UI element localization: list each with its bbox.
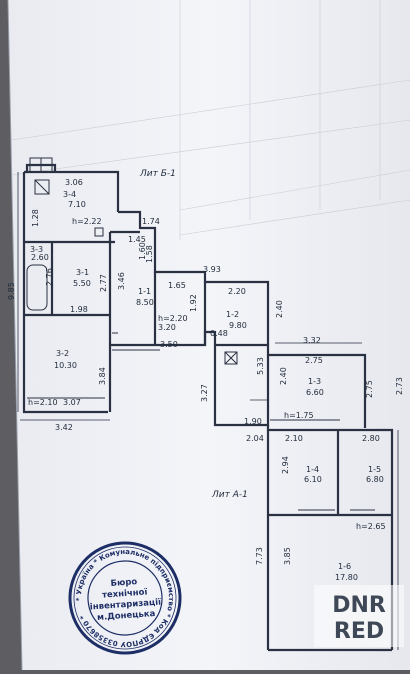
dim-2-80: 2.80 bbox=[362, 434, 380, 443]
dim-1-45: 1.45 bbox=[128, 235, 146, 244]
dim-3-07: 3.07 bbox=[63, 398, 81, 407]
stamp-line-2: технічної bbox=[102, 586, 148, 600]
room-3-3-id: 3-3 bbox=[30, 245, 43, 254]
background-table-grid bbox=[11, 0, 410, 240]
room-1-4-id: 1-4 bbox=[306, 465, 319, 474]
dim-2-04: 2.04 bbox=[246, 434, 264, 443]
dim-2-40: 2.40 bbox=[275, 300, 284, 318]
dim-2-10: 2.10 bbox=[285, 434, 303, 443]
height-b-top: h=2.22 bbox=[72, 217, 102, 226]
dim-1-90: 1.90 bbox=[244, 417, 262, 426]
label-lit-b: Лит Б-1 bbox=[139, 169, 176, 179]
dim-3-32: 3.32 bbox=[303, 336, 321, 345]
building-b bbox=[22, 157, 120, 414]
building-a bbox=[266, 353, 394, 652]
dim-3-27: 3.27 bbox=[200, 384, 209, 402]
dim-3-20: 3.20 bbox=[158, 323, 176, 332]
dim-3-84: 3.84 bbox=[98, 367, 107, 385]
room-3-1-area: 5.50 bbox=[73, 279, 91, 288]
room-1-2-id: 1-2 bbox=[226, 310, 239, 319]
room-3-1-id: 3-1 bbox=[76, 268, 89, 277]
height-a-bottom: h=2.65 bbox=[356, 522, 386, 531]
room-1-3-id: 1-3 bbox=[308, 377, 321, 386]
dim-7-73: 7.73 bbox=[255, 547, 264, 565]
stamp-line-1: Бюро bbox=[110, 577, 137, 589]
room-1-1-area: 8.50 bbox=[136, 298, 154, 307]
dim-2-94: 2.94 bbox=[281, 456, 290, 474]
dim-1-60: 1.60 bbox=[138, 242, 147, 260]
dim-2-75a: 2.75 bbox=[305, 356, 323, 365]
dim-1-58: 1.58 bbox=[145, 245, 154, 263]
dim-3-46: 3.46 bbox=[117, 272, 126, 290]
dim-3-42: 3.42 bbox=[55, 423, 73, 432]
dim-0-48: 0.48 bbox=[210, 329, 228, 338]
dim-1-65: 1.65 bbox=[168, 281, 186, 290]
room-3-3-area: 2.60 bbox=[31, 253, 49, 262]
room-3-2-id: 3-2 bbox=[56, 349, 69, 358]
paper-sheet bbox=[8, 0, 410, 670]
room-3-2-area: 10.30 bbox=[54, 361, 77, 370]
room-1-6-area: 17.80 bbox=[335, 573, 358, 582]
room-3-4-id: 3-4 bbox=[63, 190, 76, 199]
height-a-top: h=1.75 bbox=[284, 411, 314, 420]
dim-1-28: 1.28 bbox=[31, 209, 40, 227]
paper-edge bbox=[7, 0, 23, 671]
dim-1-98: 1.98 bbox=[70, 305, 88, 314]
dnr-red-watermark: DNR RED bbox=[314, 585, 404, 647]
dim-5-33: 5.33 bbox=[256, 357, 265, 375]
stamp-line-3: інвентаризації bbox=[90, 597, 162, 613]
dim-2-77: 2.77 bbox=[99, 274, 108, 292]
room-1-1-id: 1-1 bbox=[138, 287, 151, 296]
dim-3-93: 3.93 bbox=[203, 265, 221, 274]
dim-9-85: 9.85 bbox=[7, 282, 16, 300]
dim-2-76: 2.76 bbox=[45, 268, 54, 286]
height-b-bottom: h=2.10 bbox=[28, 398, 58, 407]
dim-1-92: 1.92 bbox=[189, 294, 198, 312]
dim-1-74: 1.74 bbox=[142, 217, 160, 226]
dim-3-85: 3.85 bbox=[283, 547, 292, 565]
stamp-line-4: м.Донецька bbox=[97, 609, 156, 623]
room-1-2-area: 9.80 bbox=[229, 321, 247, 330]
dim-2-40b: 2.40 bbox=[279, 367, 288, 385]
dim-2-73: 2.73 bbox=[395, 377, 404, 395]
room-1-5-id: 1-5 bbox=[368, 465, 381, 474]
dim-2-75b: 2.75 bbox=[365, 380, 374, 398]
room-1-3-area: 6.60 bbox=[306, 388, 324, 397]
room-1-6-id: 1-6 bbox=[338, 562, 351, 571]
room-1-5-area: 6.80 bbox=[366, 475, 384, 484]
watermark-line-2: RED bbox=[334, 619, 384, 644]
label-lit-a: Лит А-1 bbox=[211, 490, 248, 500]
room-3-4-area: 7.10 bbox=[68, 200, 86, 209]
dim-2-20a: 2.20 bbox=[228, 287, 246, 296]
height-mid: h=2.20 bbox=[158, 314, 188, 323]
watermark-line-1: DNR bbox=[332, 593, 386, 618]
room-1-4-area: 6.10 bbox=[304, 475, 322, 484]
dim-3-06: 3.06 bbox=[65, 178, 83, 187]
dim-3-50: 3.50 bbox=[160, 340, 178, 349]
